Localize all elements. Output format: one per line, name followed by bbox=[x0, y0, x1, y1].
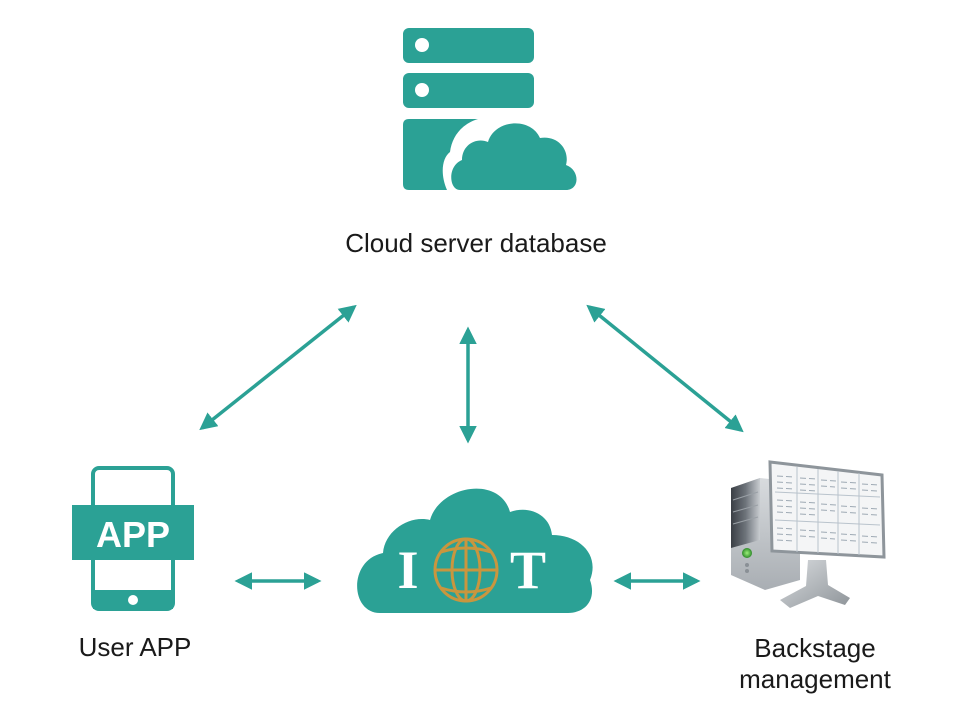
iot-cloud-globe-icon: I T bbox=[357, 488, 593, 613]
user-app-label: User APP bbox=[78, 632, 192, 662]
globe-icon bbox=[433, 537, 499, 603]
server-cloud-icon bbox=[403, 28, 577, 190]
backstage-label-line-1: Backstage bbox=[754, 633, 876, 663]
cloud-server-label: Cloud server database bbox=[345, 228, 607, 258]
backstage-label: Backstage management bbox=[705, 633, 925, 694]
arrow-backstage-cloud bbox=[586, 304, 744, 433]
backstage-label-line-2: management bbox=[739, 663, 891, 694]
desktop-computer-icon bbox=[731, 460, 886, 608]
arrow-userapp-cloud bbox=[199, 304, 357, 431]
iot-letter-t: T bbox=[510, 540, 546, 600]
app-badge bbox=[72, 505, 194, 560]
phone-app-icon: APP bbox=[72, 466, 194, 611]
iot-letter-i: I bbox=[397, 540, 418, 600]
app-badge-text: APP bbox=[96, 514, 170, 555]
arrows bbox=[199, 304, 744, 590]
